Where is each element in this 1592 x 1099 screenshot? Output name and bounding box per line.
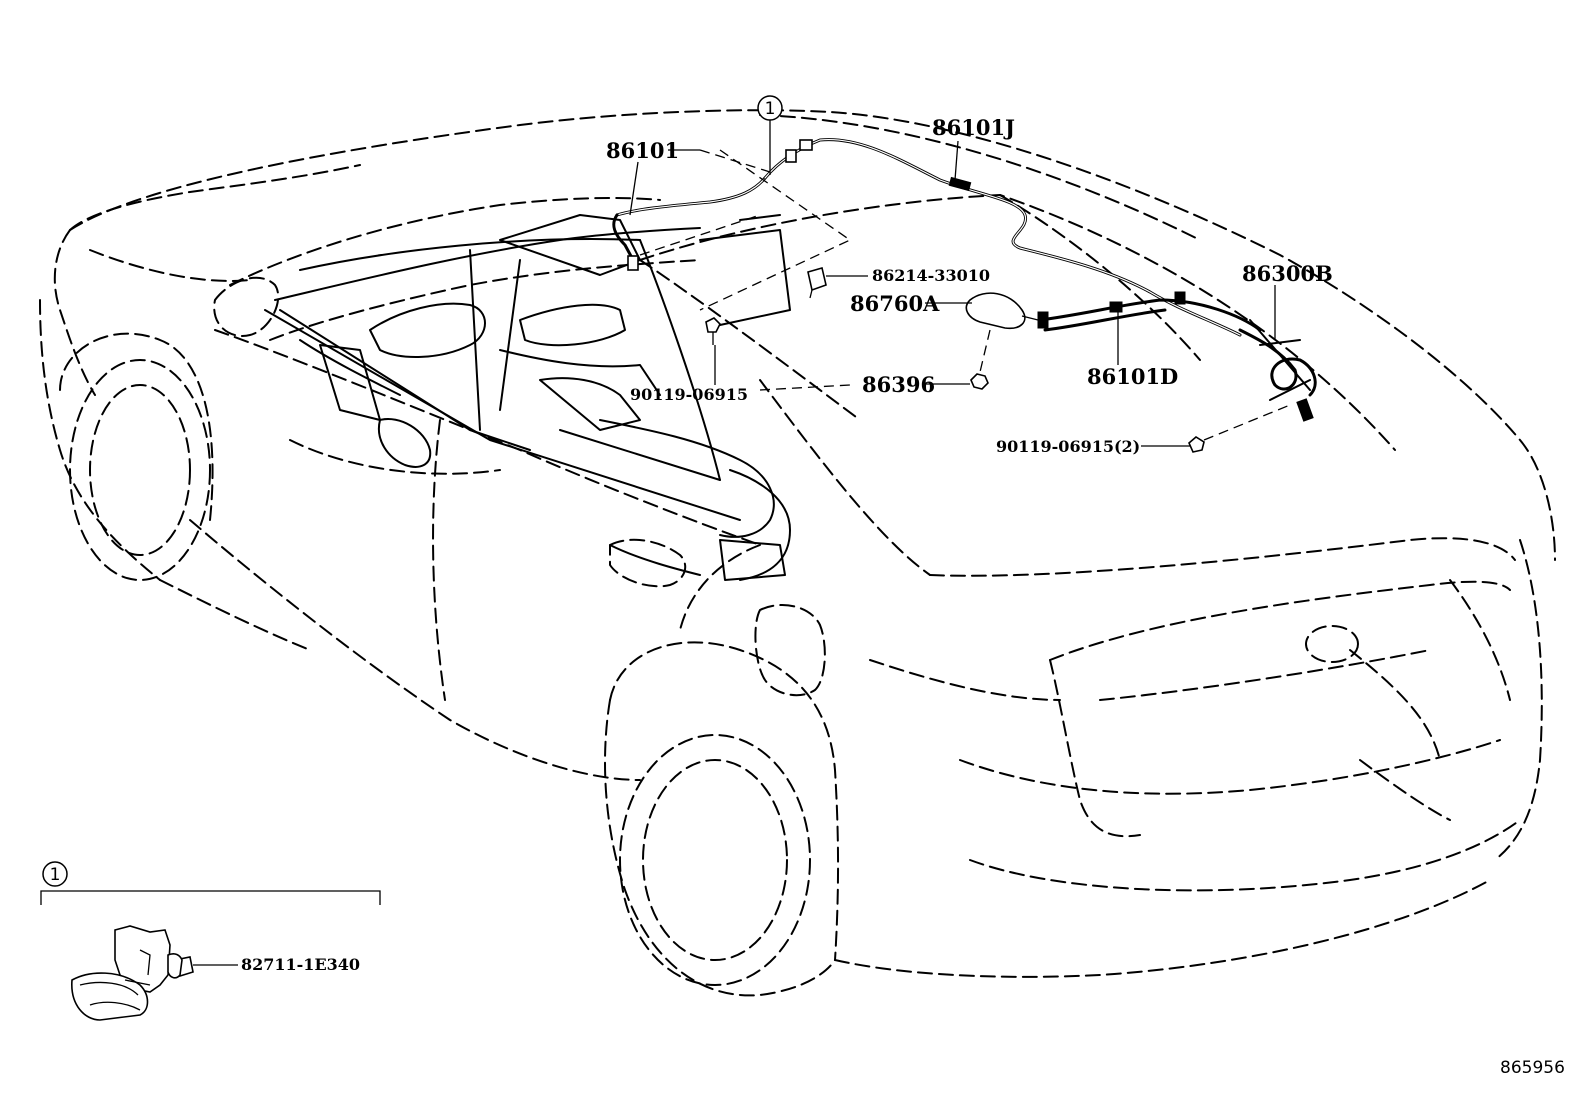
label-86300B: 86300B: [1242, 261, 1333, 286]
leader-lines: [629, 120, 1276, 447]
label-82711-1E340: 82711-1E340: [241, 955, 360, 974]
label-90119-06915-2: 90119-06915(2): [996, 437, 1140, 456]
label-86101D: 86101D: [1087, 364, 1178, 389]
roof-antenna-86760A: [965, 292, 1039, 330]
screw-90119-rear: [1188, 404, 1291, 453]
detail-inset-1: 1 82711-1E340: [40, 861, 381, 1021]
nut-86396: [970, 329, 991, 390]
connector-clip-82711: [71, 925, 194, 1021]
antenna-cable-86101J: [763, 138, 1242, 337]
amplifier-86214: [807, 267, 827, 299]
label-90119-06915: 90119-06915: [630, 385, 748, 404]
callout-ref-1-detail-text: 1: [50, 865, 61, 885]
callout-ref-1-top-text: 1: [765, 99, 776, 119]
label-86101J: 86101J: [932, 115, 1015, 140]
figure-number: 865956: [1500, 1058, 1565, 1078]
label-86101: 86101: [606, 138, 679, 163]
label-86214-33010: 86214-33010: [872, 266, 990, 285]
car-body-outline: [39, 109, 1556, 997]
label-86396: 86396: [862, 372, 935, 397]
label-86760A: 86760A: [850, 291, 940, 316]
antenna-cable-86101D: [1037, 291, 1262, 332]
screw-90119-dash: [705, 317, 721, 345]
rear-antenna-86300B: [1238, 319, 1317, 422]
callout-ref-1-top: 1: [757, 95, 783, 121]
antenna-cable-86101: [612, 176, 767, 271]
interior-details: [264, 214, 791, 581]
